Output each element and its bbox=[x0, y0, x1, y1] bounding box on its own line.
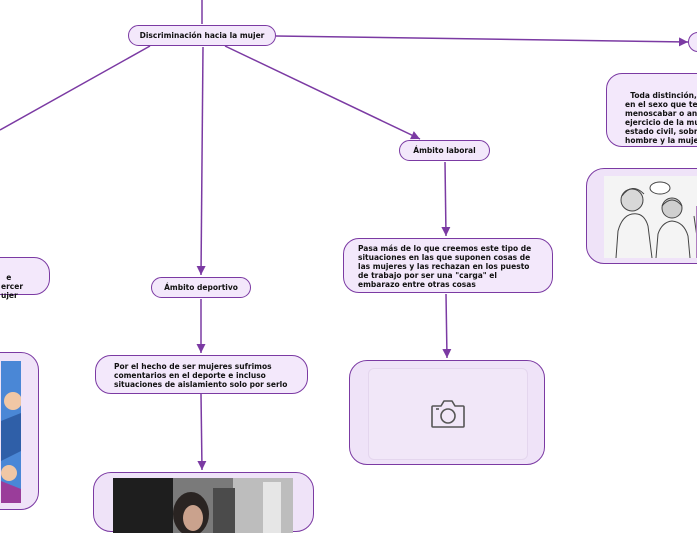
laboral-label: Ámbito laboral bbox=[413, 146, 476, 155]
left-topic-text: e ercer ujer bbox=[1, 273, 24, 300]
connector-lines bbox=[0, 0, 689, 471]
deportivo-label: Ámbito deportivo bbox=[164, 283, 238, 292]
photo-image bbox=[113, 478, 293, 533]
image-placeholder bbox=[368, 368, 528, 460]
link-laboral-desc-to-image bbox=[442, 293, 452, 359]
image-node-deportivo[interactable] bbox=[93, 472, 314, 533]
image-node-right[interactable] bbox=[586, 168, 697, 264]
deportivo-node[interactable]: Ámbito deportivo bbox=[151, 277, 251, 298]
link-center-to-left bbox=[0, 45, 151, 131]
link-center-to-deportivo bbox=[196, 46, 206, 276]
image-node-laboral[interactable] bbox=[349, 360, 545, 465]
link-center-to-right bbox=[275, 35, 689, 47]
central-topic-node[interactable]: Discriminación hacia la mujer bbox=[128, 25, 276, 46]
laboral-desc-node[interactable]: Pasa más de lo que creemos este tipo de … bbox=[343, 238, 553, 293]
deportivo-desc-node[interactable]: Por el hecho de ser mujeres sufrimos com… bbox=[95, 355, 308, 394]
laboral-node[interactable]: Ámbito laboral bbox=[399, 140, 490, 161]
definition-node[interactable]: Toda distinción, ex en el sexo que ten m… bbox=[606, 73, 697, 147]
image-node-left[interactable] bbox=[0, 352, 39, 510]
camera-icon bbox=[431, 400, 465, 428]
sketch-image bbox=[604, 176, 697, 258]
laboral-desc-text: Pasa más de lo que creemos este tipo de … bbox=[358, 244, 532, 289]
central-topic-label: Discriminación hacia la mujer bbox=[139, 31, 265, 40]
link-deportivo-desc-to-image bbox=[197, 393, 207, 471]
definition-text: Toda distinción, ex en el sexo que ten m… bbox=[625, 91, 697, 146]
illustration-image bbox=[1, 361, 21, 503]
link-center-to-laboral bbox=[224, 45, 421, 140]
deportivo-desc-text: Por el hecho de ser mujeres sufrimos com… bbox=[114, 362, 288, 389]
left-topic-node[interactable]: e ercer ujer bbox=[0, 257, 50, 300]
link-laboral-to-desc bbox=[441, 161, 451, 237]
